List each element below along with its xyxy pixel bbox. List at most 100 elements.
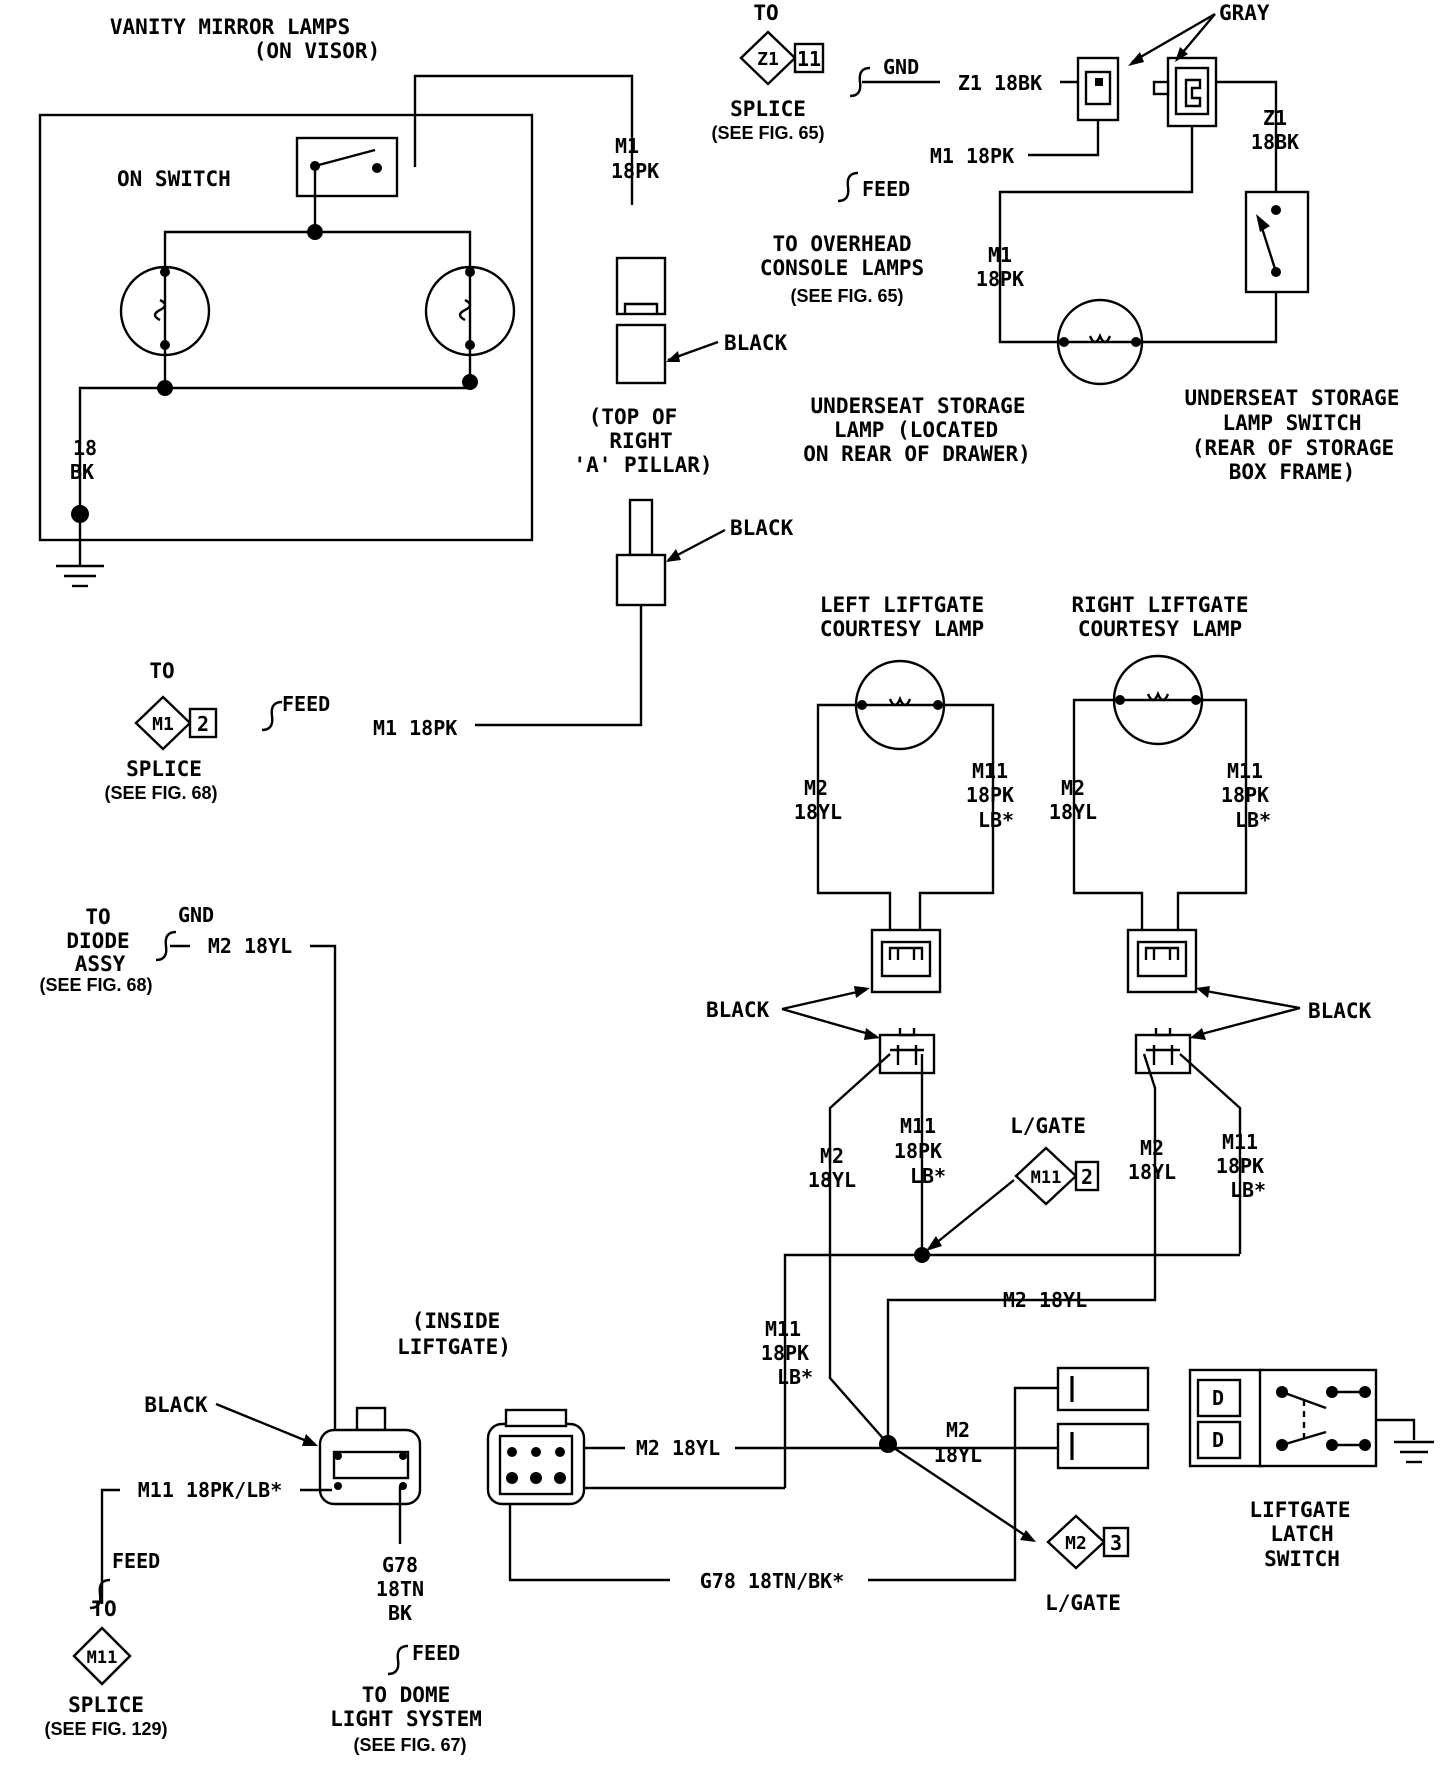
on-switch-box bbox=[295, 136, 399, 198]
m11-splice-label: SPLICE bbox=[68, 1693, 144, 1717]
a-pillar-black-label: BLACK bbox=[724, 331, 788, 355]
left-lamp-connector-lower bbox=[878, 1033, 936, 1075]
latch-pin-lower bbox=[1196, 1420, 1242, 1460]
lower-m11-gauge: 18PK bbox=[761, 1341, 809, 1365]
right-lamp-connector-upper bbox=[1126, 928, 1198, 994]
m1-splice-feed: FEED bbox=[282, 692, 330, 716]
a-pillar-label-line3: 'A' PILLAR) bbox=[573, 453, 712, 477]
on-switch-blade bbox=[314, 148, 376, 168]
ground-wire-gauge: 18 bbox=[73, 436, 97, 460]
m11-splice-to: TO bbox=[91, 1597, 116, 1621]
lgate-m2-label: L/GATE bbox=[1045, 1591, 1121, 1615]
connector-cavity bbox=[498, 1434, 574, 1496]
connector-latch bbox=[504, 1408, 568, 1428]
lgate-m11-diamond-label: M11 bbox=[1031, 1168, 1062, 1188]
leader-line bbox=[781, 1007, 877, 1038]
z1-splice-ref: (SEE FIG. 65) bbox=[711, 123, 824, 143]
latch-label-line1: LIFTGATE bbox=[1249, 1498, 1350, 1522]
latch-terminal-lower bbox=[1056, 1422, 1150, 1470]
right-m11-wire bbox=[1176, 698, 1248, 930]
feed-break-symbol bbox=[89, 1578, 111, 1610]
lgate-m11-box bbox=[1074, 1160, 1100, 1192]
storage-switch-wire-gauge: 18BK bbox=[1251, 130, 1299, 154]
m2-to-conn-label: M2 18YL bbox=[636, 1436, 720, 1460]
vanity-title-line1: VANITY MIRROR LAMPS bbox=[110, 15, 350, 39]
m11-bus-wire bbox=[783, 1253, 1240, 1488]
a-pillar-label-line2: RIGHT bbox=[609, 429, 672, 453]
lgate-m11-label: L/GATE bbox=[1010, 1114, 1086, 1138]
underseat-lamp-line1: UNDERSEAT STORAGE bbox=[811, 394, 1026, 418]
terminal bbox=[1095, 78, 1103, 86]
storage-connector-left bbox=[1076, 56, 1120, 122]
left-m11-gauge: 18PK bbox=[966, 783, 1014, 807]
diode-to: TO bbox=[85, 905, 110, 929]
m2-diagonal-wire bbox=[828, 1262, 1033, 1541]
g78-vertical-circuit: G78 bbox=[382, 1553, 418, 1577]
latch-ground-symbol bbox=[1394, 1440, 1434, 1464]
latch-pin-upper bbox=[1196, 1378, 1242, 1418]
on-switch-contact bbox=[372, 163, 382, 173]
right-m2-circuit: M2 bbox=[946, 1418, 970, 1442]
g78-wire bbox=[868, 1386, 1058, 1582]
m11-splice-ref: (SEE FIG. 129) bbox=[44, 1719, 167, 1739]
lower-right-m11-gauge: 18PK bbox=[1216, 1154, 1264, 1178]
lgate-m11-box-label: 2 bbox=[1081, 1165, 1093, 1189]
m11-feed-label: FEED bbox=[112, 1549, 160, 1573]
lgate-m2-diamond-label: M2 bbox=[1065, 1533, 1087, 1554]
ground-symbol bbox=[56, 564, 104, 588]
a-pillar-wire-circuit: M1 bbox=[615, 134, 639, 158]
terminal bbox=[1146, 1028, 1180, 1065]
storage-lamp-feed bbox=[998, 126, 1194, 344]
terminal bbox=[888, 946, 924, 960]
latch-label-line2: LATCH bbox=[1270, 1522, 1333, 1546]
underseat-lamp-line3: ON REAR OF DRAWER) bbox=[803, 442, 1031, 466]
gnd-break-symbol bbox=[849, 66, 871, 98]
leader-line bbox=[1193, 1006, 1301, 1038]
latch-label-line3: SWITCH bbox=[1264, 1547, 1340, 1571]
black-conn-label: BLACK bbox=[144, 1393, 208, 1417]
z1-splice-section: TO Z1 11 SPLICE (SEE FIG. 65) GND Z1 18B… bbox=[711, 1, 1399, 484]
black-left-label: BLACK bbox=[706, 998, 770, 1022]
diode-gnd: GND bbox=[178, 903, 214, 927]
left-m11-wire bbox=[918, 703, 995, 930]
splice-dot bbox=[307, 224, 323, 240]
lower-right-m2-circuit: M2 bbox=[1140, 1136, 1164, 1160]
lamp-ground-bus bbox=[163, 345, 472, 390]
underseat-switch-line1: UNDERSEAT STORAGE bbox=[1185, 386, 1400, 410]
storage-switch-ground bbox=[1216, 80, 1278, 195]
overhead-label-line1: TO OVERHEAD bbox=[772, 232, 911, 256]
lgate-m2-box-label: 3 bbox=[1110, 1531, 1122, 1555]
lower-left-m11-circuit: M11 bbox=[900, 1114, 936, 1138]
left-courtesy-title-line1: LEFT LIFTGATE bbox=[820, 593, 984, 617]
m1-feed-wire bbox=[475, 605, 643, 727]
liftgate-connector-section: TO DIODE ASSY (SEE FIG. 68) GND M2 18YL … bbox=[39, 903, 510, 1755]
connector-cavity bbox=[880, 940, 932, 978]
storage-connector-cavity bbox=[1174, 66, 1210, 116]
lgate-m2-diamond bbox=[1046, 1514, 1106, 1570]
filament-coil bbox=[153, 298, 167, 322]
lower-left-m11-gauge: 18PK bbox=[894, 1139, 942, 1163]
g78-vertical-color: BK bbox=[388, 1601, 412, 1625]
a-pillar-section: M1 18PK BLACK (TOP OF RIGHT 'A' PILLAR) … bbox=[475, 134, 794, 727]
storage-lamp-wire-gauge: 18PK bbox=[976, 267, 1024, 291]
connector-latch bbox=[623, 302, 659, 314]
m11-wire-label: M11 18PK/LB* bbox=[138, 1478, 283, 1502]
a-pillar-connector-lower bbox=[615, 323, 667, 385]
m1-splice-diamond bbox=[134, 695, 192, 751]
left-m2-circuit: M2 bbox=[804, 776, 828, 800]
m1-splice-box bbox=[188, 707, 218, 739]
inside-liftgate-connector bbox=[318, 1428, 422, 1506]
m1-splice-ref: (SEE FIG. 68) bbox=[104, 783, 217, 803]
underseat-switch-line3: (REAR OF STORAGE bbox=[1192, 436, 1394, 460]
storage-connector-cavity bbox=[1084, 70, 1112, 106]
m11-feed-wire bbox=[100, 1488, 120, 1604]
diode-ref: (SEE FIG. 68) bbox=[39, 975, 152, 995]
latch-d1: D bbox=[1212, 1386, 1224, 1410]
m11-splice-diamond-label: M11 bbox=[87, 1648, 118, 1668]
right-m2-gauge: 18YL bbox=[934, 1443, 982, 1467]
dome-feed-label: FEED bbox=[412, 1641, 460, 1665]
connector-latch bbox=[1152, 80, 1170, 96]
lower-left-m2-gauge: 18YL bbox=[808, 1168, 856, 1192]
left-m2-gauge: 18YL bbox=[794, 800, 842, 824]
